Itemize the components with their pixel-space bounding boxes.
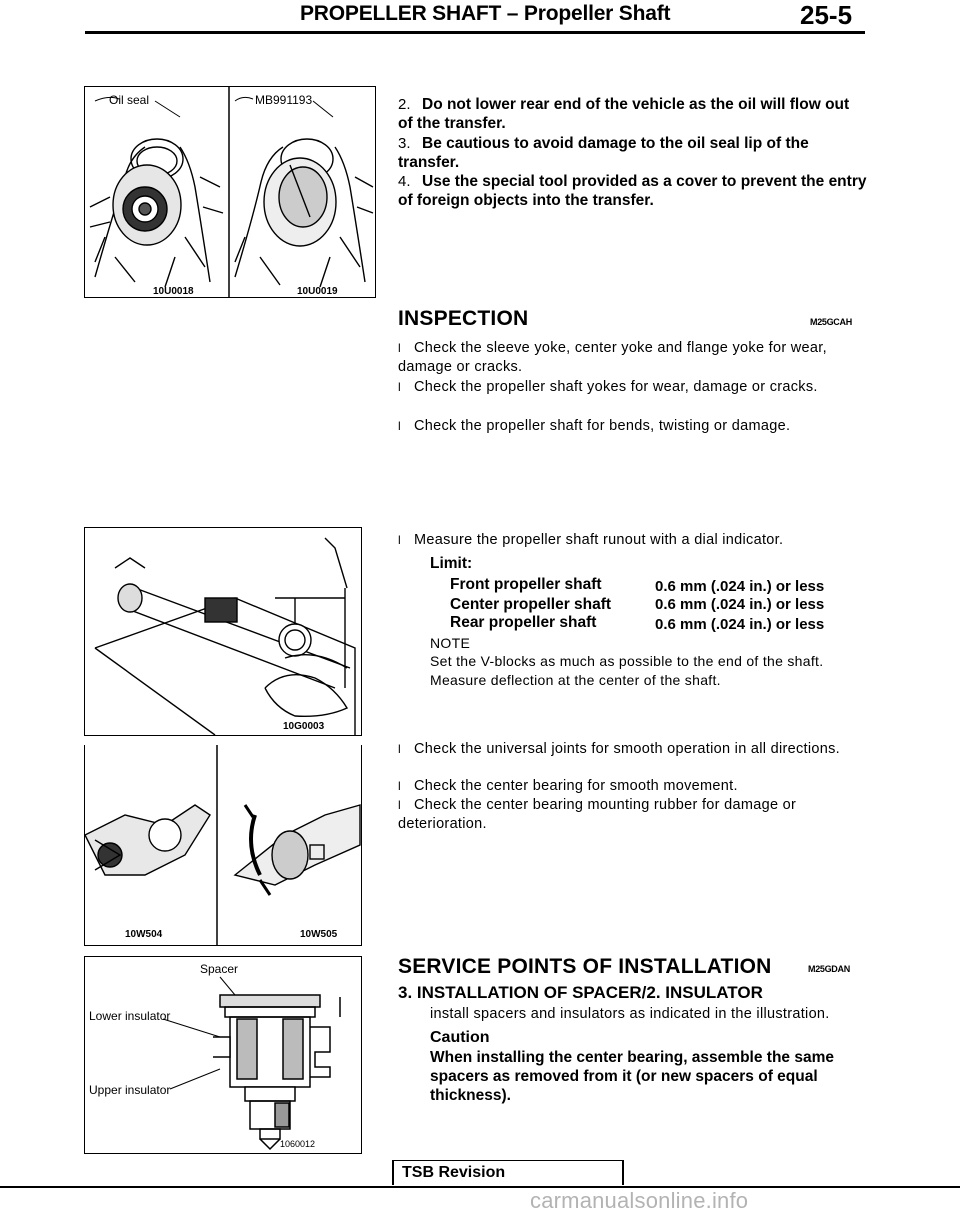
step-text: Be cautious to avoid damage to the oil s… bbox=[398, 135, 809, 171]
page-number: 25-5 bbox=[800, 0, 853, 30]
special-tool-illustration bbox=[234, 138, 374, 288]
bullet-text: Check the propeller shaft for bends, twi… bbox=[414, 418, 791, 434]
limit-row-label: Rear propeller shaft bbox=[450, 614, 597, 631]
bullet: l bbox=[398, 419, 401, 433]
bullet: l bbox=[398, 742, 401, 756]
limit-row-value: 0.6 mm (.024 in.) or less bbox=[655, 616, 825, 633]
list-item: l Check the center bearing for smooth mov… bbox=[398, 777, 868, 796]
figure-code: 10G0003 bbox=[283, 721, 325, 732]
figure-code-right: 10U0019 bbox=[297, 286, 338, 297]
service-heading: SERVICE POINTS OF INSTALLATION bbox=[398, 955, 772, 978]
step-item: 3.Be cautious to avoid damage to the oil… bbox=[398, 134, 868, 172]
bullet-text: Check the universal joints for smooth op… bbox=[414, 741, 841, 757]
step-item: 2.Do not lower rear end of the vehicle a… bbox=[398, 95, 868, 133]
limit-row-value: 0.6 mm (.024 in.) or less bbox=[655, 596, 825, 613]
note-label: NOTE bbox=[430, 635, 471, 651]
limit-row-value: 0.6 mm (.024 in.) or less bbox=[655, 578, 825, 595]
oil-seal-label: Oil seal bbox=[109, 93, 149, 107]
bullet-text: Check the center bearing mounting rubber… bbox=[398, 797, 797, 832]
lower-insulator-label: Lower insulator bbox=[89, 1009, 170, 1023]
footer-rule bbox=[0, 1186, 960, 1188]
bullet-text: Check the sleeve yoke, center yoke and f… bbox=[398, 340, 827, 375]
bullet-text: Check the center bearing for smooth move… bbox=[414, 778, 738, 794]
service-subheading: 3. INSTALLATION OF SPACER/2. INSULATOR bbox=[398, 983, 763, 1002]
header-rule bbox=[85, 31, 865, 34]
figure-code: 1060012 bbox=[280, 1139, 315, 1149]
bullet: l bbox=[398, 533, 401, 547]
bullet: l bbox=[398, 341, 401, 355]
figure-code-left: 10W504 bbox=[125, 929, 163, 940]
service-code: M25GDAN bbox=[808, 964, 850, 974]
inspection-heading: INSPECTION bbox=[398, 307, 529, 330]
upper-insulator-label: Upper insulator bbox=[89, 1083, 170, 1097]
limit-row-label: Front propeller shaft bbox=[450, 576, 602, 593]
bullet-text: Check the propeller shaft yokes for wear… bbox=[414, 379, 818, 395]
page-title: PROPELLER SHAFT – Propeller Shaft bbox=[300, 2, 671, 25]
bullet-text: Measure the propeller shaft runout with … bbox=[414, 532, 784, 548]
oil-seal-illustration bbox=[89, 138, 224, 288]
figure-runout: 10G0003 bbox=[84, 527, 362, 736]
step-number: 2. bbox=[398, 96, 411, 113]
bullet: l bbox=[398, 779, 401, 793]
figure-code-right: 10W505 bbox=[300, 929, 338, 940]
figure-frame-rule bbox=[84, 735, 360, 736]
inspection-code: M25GCAH bbox=[810, 317, 852, 327]
note-text: Set the V-blocks as much as possible to … bbox=[430, 653, 824, 688]
spacer-label: Spacer bbox=[200, 962, 238, 976]
figure-code-left: 10U0018 bbox=[153, 286, 194, 297]
caution-text: When installing the center bearing, asse… bbox=[430, 1049, 834, 1104]
limit-row-label: Center propeller shaft bbox=[450, 596, 612, 613]
step-text: Do not lower rear end of the vehicle as … bbox=[398, 96, 850, 132]
list-item: l Check the propeller shaft for bends, tw… bbox=[398, 417, 868, 436]
step-text: Use the special tool provided as a cover… bbox=[398, 173, 867, 209]
figure-spacer-insulator: Spacer Lower insulator Upper insulator 1… bbox=[84, 956, 362, 1154]
figure-oil-seal: Oil seal 10U0018 MB991193 10U0019 bbox=[84, 86, 376, 298]
tsb-revision: TSB Revision bbox=[392, 1160, 624, 1185]
step-item: 4.Use the special tool provided as a cov… bbox=[398, 172, 868, 210]
list-item: l Check the propeller shaft yokes for wea… bbox=[398, 378, 868, 397]
figure-universal-joints: 10W504 10W505 bbox=[84, 745, 362, 946]
service-text: install spacers and insulators as indica… bbox=[430, 1006, 830, 1022]
special-tool-label: MB991193 bbox=[255, 93, 312, 107]
step-number: 3. bbox=[398, 135, 411, 152]
list-item: l Check the universal joints for smooth o… bbox=[398, 740, 868, 759]
step-number: 4. bbox=[398, 173, 411, 190]
watermark: carmanualsonline.info bbox=[530, 1188, 749, 1213]
list-item: l Measure the propeller shaft runout with… bbox=[398, 531, 868, 550]
caution-label: Caution bbox=[430, 1029, 490, 1046]
limit-label: Limit: bbox=[430, 555, 473, 572]
bullet: l bbox=[398, 798, 401, 812]
bullet: l bbox=[398, 380, 401, 394]
